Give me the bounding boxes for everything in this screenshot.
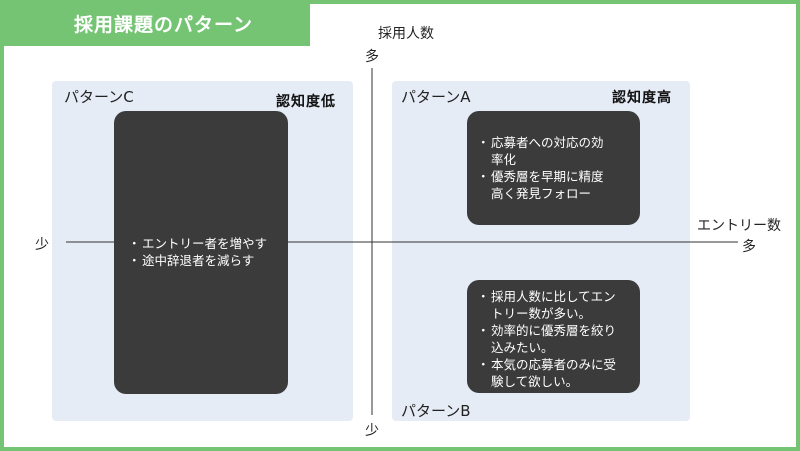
pattern-b-box: 採用人数に比してエントリー数が多い。 効率的に優秀層を絞り込みたい。 本気の応募… — [467, 280, 640, 393]
pattern-c-list: エントリー者を増やす 途中辞退者を減らす — [128, 235, 267, 269]
pattern-b-item: 本気の応募者のみに受験して欲しい。 — [477, 356, 619, 390]
pattern-c-item: 途中辞退者を減らす — [128, 252, 267, 269]
pattern-c-box: エントリー者を増やす 途中辞退者を減らす — [114, 111, 288, 394]
pattern-c-label: パターンC — [64, 88, 134, 106]
pattern-a-list: 応募者への対応の効率化 優秀層を早期に精度高く発見フォロー — [477, 134, 605, 202]
pattern-a-tag: 認知度高 — [612, 90, 672, 106]
y-axis-bottom-label: 少 — [365, 423, 379, 439]
pattern-a-item: 優秀層を早期に精度高く発見フォロー — [477, 168, 605, 202]
pattern-b-label: パターンB — [401, 402, 471, 420]
x-axis-right-label: 多 — [742, 239, 756, 255]
y-axis-top-label: 多 — [365, 49, 379, 65]
pattern-c-tag: 認知度低 — [276, 94, 336, 110]
title-bar: 採用課題のパターン — [0, 0, 310, 46]
pattern-a-label: パターンA — [401, 88, 471, 106]
pattern-b-list: 採用人数に比してエントリー数が多い。 効率的に優秀層を絞り込みたい。 本気の応募… — [477, 288, 619, 390]
x-axis-left-label: 少 — [35, 237, 49, 253]
x-axis-label: エントリー数 — [697, 218, 781, 234]
pattern-c-item: エントリー者を増やす — [128, 235, 267, 252]
page-title: 採用課題のパターン — [74, 14, 254, 36]
pattern-a-box: 応募者への対応の効率化 優秀層を早期に精度高く発見フォロー — [467, 111, 640, 225]
pattern-a-item: 応募者への対応の効率化 — [477, 134, 605, 168]
y-axis-label: 採用人数 — [378, 26, 434, 42]
pattern-b-item: 採用人数に比してエントリー数が多い。 — [477, 288, 619, 322]
pattern-b-item: 効率的に優秀層を絞り込みたい。 — [477, 322, 619, 356]
